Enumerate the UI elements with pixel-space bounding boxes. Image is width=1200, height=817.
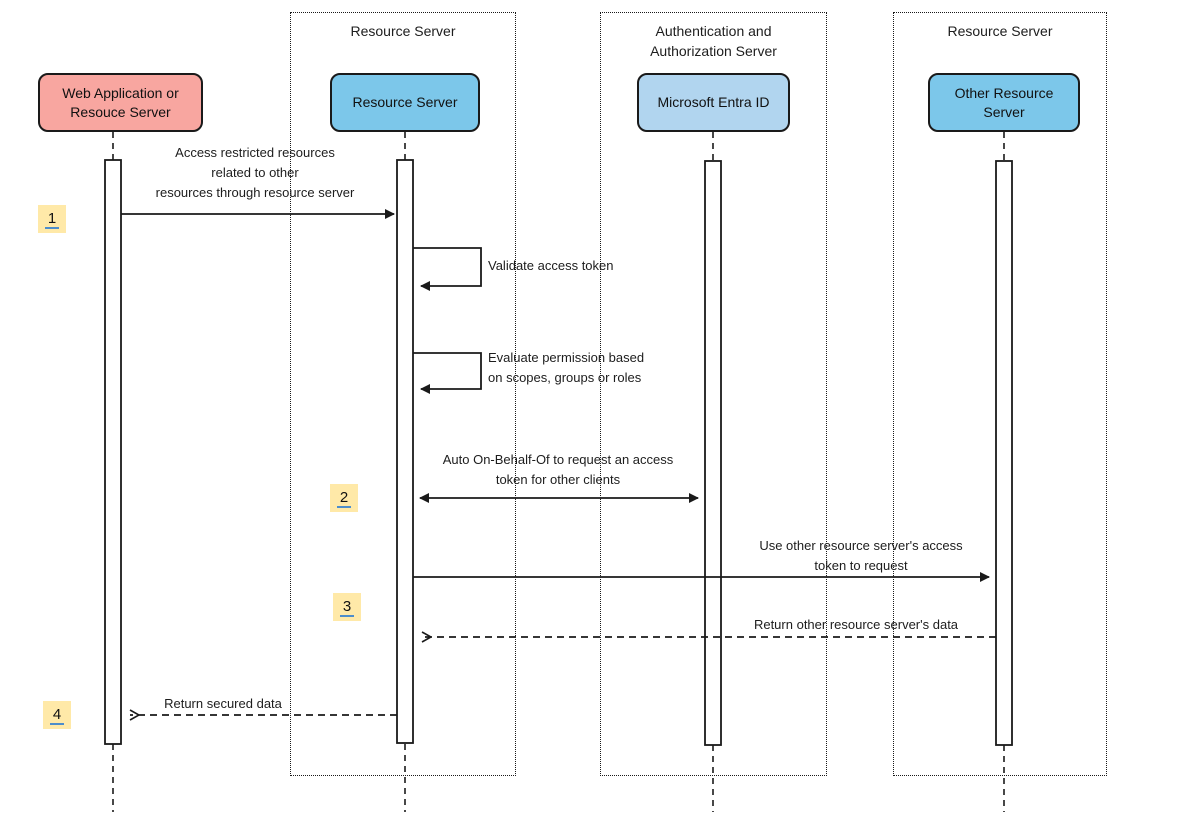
group-label-other-resource-server: Resource Server [947,23,1053,39]
step-badge-1: 1 [38,205,66,233]
actor-web-application-label: Web Application or Resouce Server [62,84,179,120]
actor-web-application: Web Application or Resouce Server [38,73,203,132]
message-use-other-token: Use other resource server's access token… [759,538,963,573]
activation-bar-web-app [104,159,122,745]
group-box-other-resource-server: Resource Server [893,12,1107,776]
group-label-resource-server: Resource Server [350,23,456,39]
step-number-2: 2 [336,489,352,508]
message-validate-token: Validate access token [488,258,614,273]
message-return-other-data: Return other resource server's data [753,617,959,632]
actor-other-resource-server: Other Resource Server [928,73,1080,132]
actor-resource-server-label: Resource Server [352,94,458,110]
step-badge-4: 4 [43,701,71,729]
message-auto-obo: Auto On-Behalf-Of to request an access t… [442,452,674,487]
message-return-secured: Return secured data [164,696,282,711]
actor-other-resource-server-label: Other Resource Server [954,84,1054,120]
step-number-3: 3 [339,598,355,617]
message-access-restricted: Access restricted resources related to o… [155,145,355,200]
step-badge-2: 2 [330,484,358,512]
step-number-4: 4 [49,706,65,725]
step-badge-3: 3 [333,593,361,621]
actor-microsoft-entra-id: Microsoft Entra ID [637,73,790,132]
message-evaluate-permission: Evaluate permission based on scopes, gro… [488,350,645,385]
actor-microsoft-entra-id-label: Microsoft Entra ID [657,94,770,110]
step-number-1: 1 [44,210,60,229]
group-label-auth-server: Authentication and Authorization Server [650,23,777,59]
group-box-resource-server: Resource Server [290,12,516,776]
actor-resource-server: Resource Server [330,73,480,132]
